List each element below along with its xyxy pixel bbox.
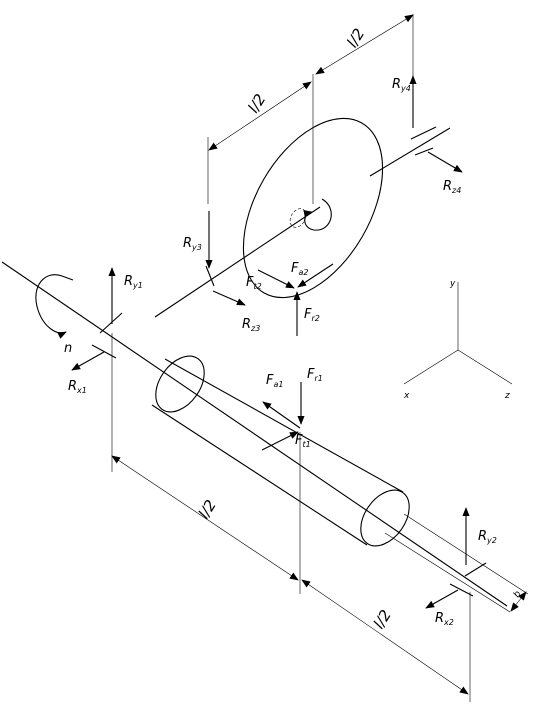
svg-text:Ft2: Ft2 — [246, 275, 262, 291]
svg-text:Ft1: Ft1 — [295, 433, 311, 449]
svg-text:Ry2: Ry2 — [478, 529, 497, 545]
gear2-forces: Fa2 Ft2 Fr2 — [246, 261, 334, 336]
gear1-forces: Fa1 Fr1 Ft1 — [261, 367, 323, 451]
svg-text:Fr1: Fr1 — [307, 367, 323, 383]
ry4-force: Ry4 — [392, 75, 417, 128]
svg-text:Ry4: Ry4 — [392, 77, 411, 93]
ry2-force: Ry2 — [462, 507, 497, 565]
gear-cylinder — [151, 355, 410, 547]
lower-shaft — [1, 261, 508, 607]
svg-text:Ry1: Ry1 — [124, 274, 143, 290]
axis-x-label: x — [403, 391, 410, 401]
svg-text:Rx1: Rx1 — [68, 379, 87, 395]
rz3-force: Rz3 — [212, 290, 260, 333]
axis-z-label: z — [504, 391, 510, 401]
upper-shaft — [154, 126, 451, 318]
dim-lower-right: l/2 — [370, 607, 395, 632]
svg-text:Ry3: Ry3 — [183, 236, 202, 252]
n-label: n — [64, 341, 72, 356]
coordinate-axes: y x z — [403, 279, 513, 401]
dim-small: b — [512, 589, 524, 599]
axis-y-label: y — [449, 279, 456, 289]
upper-gear-disc — [242, 117, 384, 299]
rz4-force: Rz4 — [427, 151, 463, 195]
rotation-n-arrow: n — [35, 274, 74, 356]
svg-text:Fa2: Fa2 — [291, 261, 308, 277]
svg-text:Rx2: Rx2 — [435, 611, 454, 627]
svg-text:Fa1: Fa1 — [266, 373, 283, 389]
ry3-force: Ry3 — [183, 211, 213, 269]
svg-text:Rz3: Rz3 — [242, 317, 260, 333]
dim-upper-right: l/2 — [343, 25, 368, 50]
svg-text:Fr2: Fr2 — [304, 307, 320, 323]
rx2-force: Rx2 — [425, 589, 459, 627]
ry1-force: Ry1 — [108, 267, 143, 324]
rx1-force: Rx1 — [68, 351, 105, 395]
dim-lower-left: l/2 — [195, 497, 220, 522]
svg-text:Rz4: Rz4 — [443, 179, 461, 195]
